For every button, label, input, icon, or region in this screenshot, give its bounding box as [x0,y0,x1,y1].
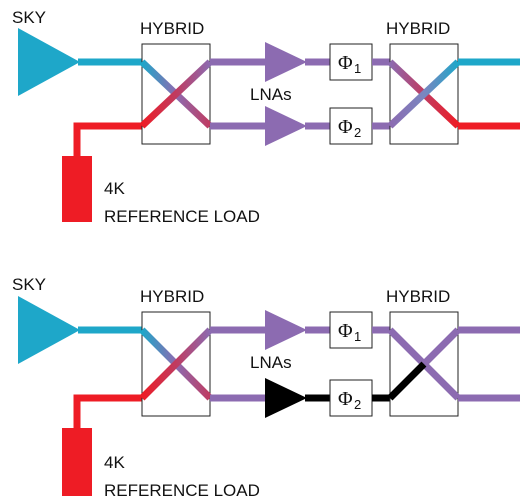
hybrid-right-box [389,43,459,145]
lna-label: LNAs [250,85,292,104]
hybrid-left-label: HYBRID [140,19,204,38]
phase-2-symbol: Φ [338,388,353,410]
hybrid-left-box [141,311,211,417]
hybrid-right-cross-b [387,59,461,129]
hybrid-right-cross-b-dead [387,361,427,401]
reference-line [73,122,142,158]
phase-2-box [329,107,373,145]
lna-1-icon [265,310,307,350]
reference-load-icon [62,156,92,222]
sky-horn-icon [18,296,80,364]
phase-2-subscript: 2 [354,125,361,140]
phase-2-subscript: 2 [354,397,361,412]
phase-1-box [329,311,373,349]
reference-line [73,394,142,430]
lna-2-icon [265,106,307,146]
phase-1-subscript: 1 [354,61,361,76]
sky-horn-icon [18,28,80,96]
hybrid-left-cross-b [139,327,213,401]
hybrid-right-box [389,311,459,417]
load-label-4k: 4K [104,453,125,472]
phase-1-symbol: Φ [338,320,353,342]
sky-label: SKY [12,8,46,27]
hybrid-left-box [141,43,211,145]
panel-bottom: SKY HYBRID HYBRID LNAs 4K REFERENCE LOAD… [12,275,520,500]
phase-1-subscript: 1 [354,329,361,344]
load-label-reference: REFERENCE LOAD [104,481,260,500]
load-label-reference: REFERENCE LOAD [104,207,260,226]
lna-2-failed-icon [265,378,307,418]
lna-1-icon [265,42,307,82]
load-label-4k: 4K [104,179,125,198]
phase-2-box [329,379,373,417]
hybrid-right-label: HYBRID [386,287,450,306]
phase-1-box [329,43,373,81]
hybrid-right-cross-b [421,327,461,367]
lna-label: LNAs [250,353,292,372]
reference-load-icon [62,428,92,496]
phase-1-symbol: Φ [338,52,353,74]
hybrid-right-label: HYBRID [386,19,450,38]
hybrid-left-cross-b [139,59,213,129]
panel-top: SKY HYBRID HYBRID LNAs 4K REFERENCE LOAD… [12,8,520,226]
sky-label: SKY [12,275,46,294]
phase-2-symbol: Φ [338,116,353,138]
hybrid-left-label: HYBRID [140,287,204,306]
